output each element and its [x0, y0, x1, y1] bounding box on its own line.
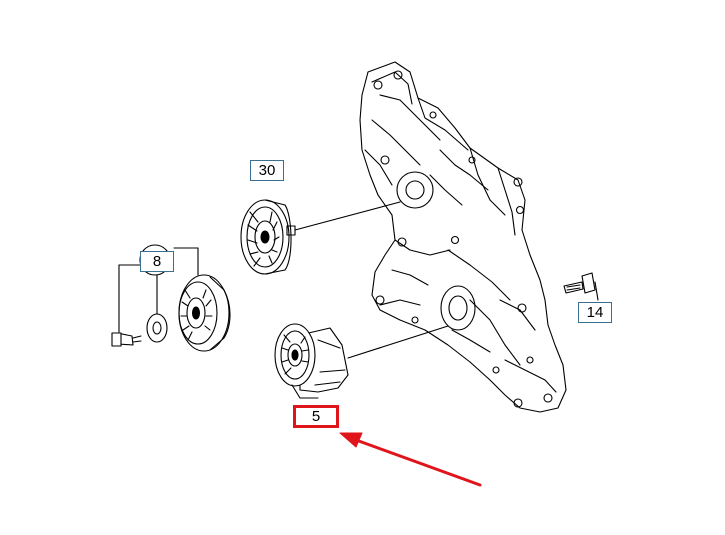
- callout-8: 8: [140, 251, 174, 272]
- pulley-8: [111, 247, 231, 352]
- callout-5-highlighted: 5: [293, 405, 339, 428]
- callout-14: 14: [578, 302, 612, 323]
- timing-cover-housing: [359, 61, 567, 413]
- pointer-arrow: [339, 432, 482, 487]
- bolt-14: [563, 272, 599, 301]
- callout-30: 30: [250, 160, 284, 181]
- tensioner-5: [274, 323, 449, 399]
- pulley-30: [240, 199, 401, 275]
